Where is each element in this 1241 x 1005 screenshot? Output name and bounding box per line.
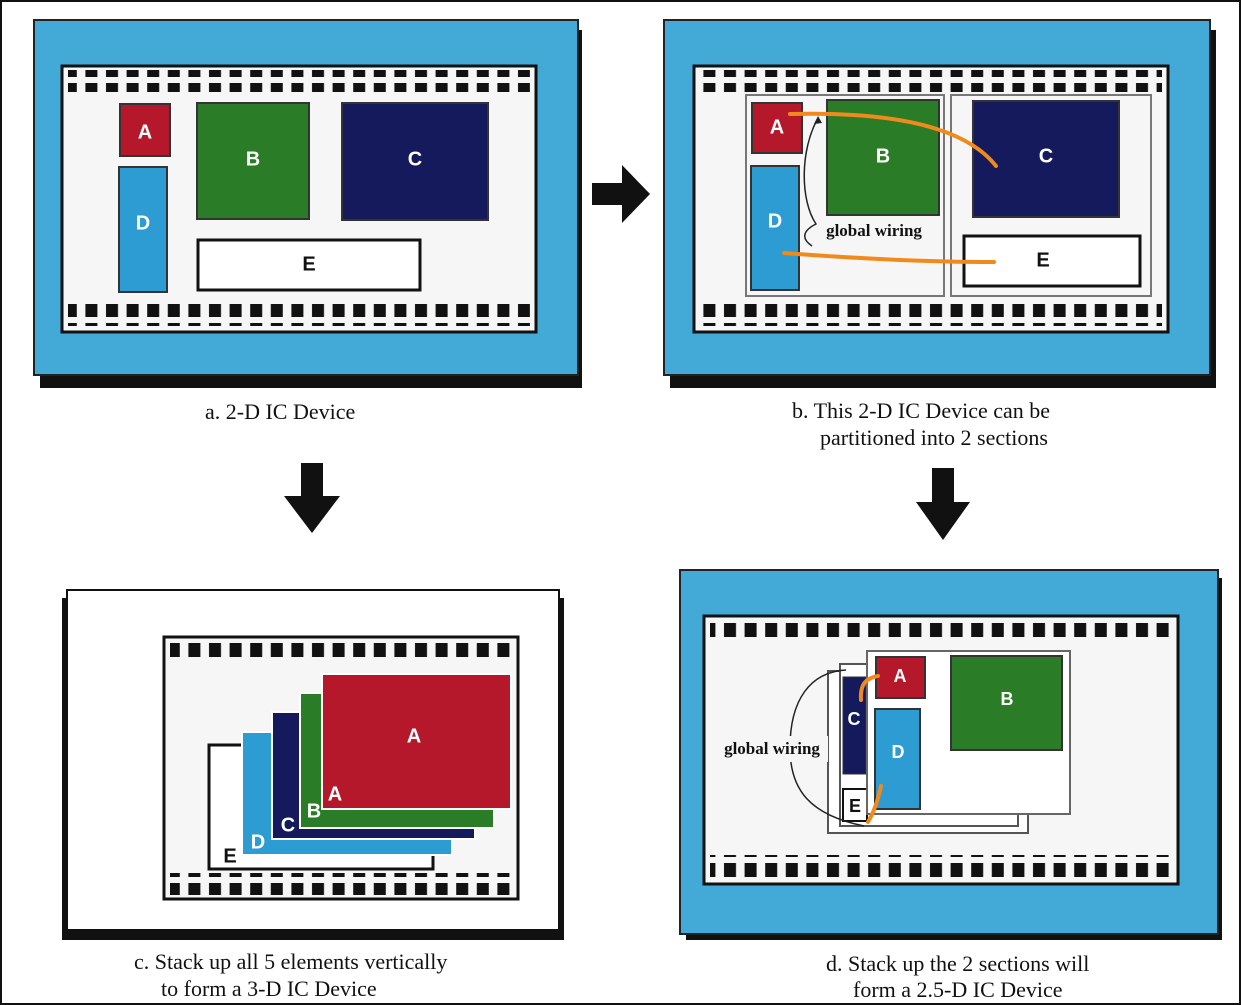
layer-b-label: B	[307, 800, 321, 822]
layer-c-label: C	[281, 814, 295, 836]
wiring-brace	[803, 117, 819, 247]
block-c	[972, 100, 1120, 218]
global-wire-d-to-e	[866, 784, 883, 824]
arrow-right-icon	[592, 165, 650, 223]
block-b-label: B	[246, 148, 260, 170]
block-e-label: E	[302, 253, 315, 275]
block-a-label: A	[770, 116, 784, 138]
global-wiring-label: global wiring	[724, 739, 820, 758]
caption-d-line2: form a 2.5-D IC Device	[853, 977, 1063, 1002]
global-wiring-label: global wiring	[826, 221, 922, 240]
layer-d-label: D	[251, 831, 265, 853]
global-wire-a-to-c	[858, 674, 880, 702]
block-c	[341, 102, 489, 221]
block-e-label: E	[849, 796, 861, 816]
block-a-label: A	[894, 666, 907, 686]
caption-d-line1: d. Stack up the 2 sections will	[826, 951, 1090, 976]
block-d-label: D	[892, 742, 905, 762]
block-b	[950, 655, 1063, 751]
block-d	[750, 165, 800, 291]
arrow-down-icon	[284, 463, 340, 533]
block-d-label: D	[136, 212, 150, 234]
section-1-outline	[745, 94, 945, 297]
block-b	[196, 102, 310, 220]
layer-a-main-label: A	[407, 725, 421, 747]
panel-b-partitioned-device: A B C D E global wiring	[663, 19, 1216, 388]
block-c-label: C	[848, 709, 861, 729]
block-c-label: C	[408, 148, 422, 170]
caption-b-line2: partitioned into 2 sections	[820, 425, 1048, 450]
sprocket-row-bottom	[68, 304, 530, 326]
layer-e-label: E	[223, 845, 236, 867]
panel-a-2d-device: A B C D E	[33, 19, 582, 388]
sprocket-row-bottom	[170, 873, 512, 895]
block-a	[119, 103, 171, 157]
section-2-outline	[950, 94, 1152, 297]
sprocket-row-top	[170, 641, 512, 663]
sprocket-row-top	[68, 70, 530, 92]
block-d	[874, 708, 921, 810]
layer-a-label: A	[328, 783, 342, 805]
wiring-label-bg	[818, 218, 930, 244]
arrow-down-icon	[916, 468, 970, 540]
sprocket-row-top	[700, 70, 1162, 92]
block-e	[196, 238, 422, 292]
layer-a	[321, 673, 512, 810]
brace-arrowhead	[814, 116, 822, 124]
block-c-label: C	[1039, 145, 1053, 167]
sprocket-row-bottom	[700, 304, 1162, 326]
wiring-label-bg	[716, 736, 828, 762]
block-a-label: A	[138, 121, 152, 143]
panel-c-3d-device: E D C B A A	[62, 589, 564, 940]
sprocket-row-bottom	[710, 855, 1172, 877]
block-a	[751, 102, 803, 154]
global-wire-d-to-e	[782, 251, 996, 264]
block-e-label: E	[1036, 249, 1049, 271]
caption-c-line2: to form a 3-D IC Device	[161, 976, 377, 1001]
caption-b-line1: b. This 2-D IC Device can be	[792, 398, 1051, 423]
global-wire-a-to-c	[788, 111, 998, 168]
caption-c-line1: c. Stack up all 5 elements vertically	[134, 949, 448, 974]
panel-d-25d-device: C E A B D global wiring	[679, 569, 1222, 940]
block-b-label: B	[1001, 689, 1014, 709]
block-d-label: D	[768, 210, 782, 232]
block-b-label: B	[876, 145, 890, 167]
sprocket-row-top	[710, 620, 1172, 642]
block-d	[118, 166, 168, 293]
caption-a: a. 2-D IC Device	[205, 399, 356, 424]
